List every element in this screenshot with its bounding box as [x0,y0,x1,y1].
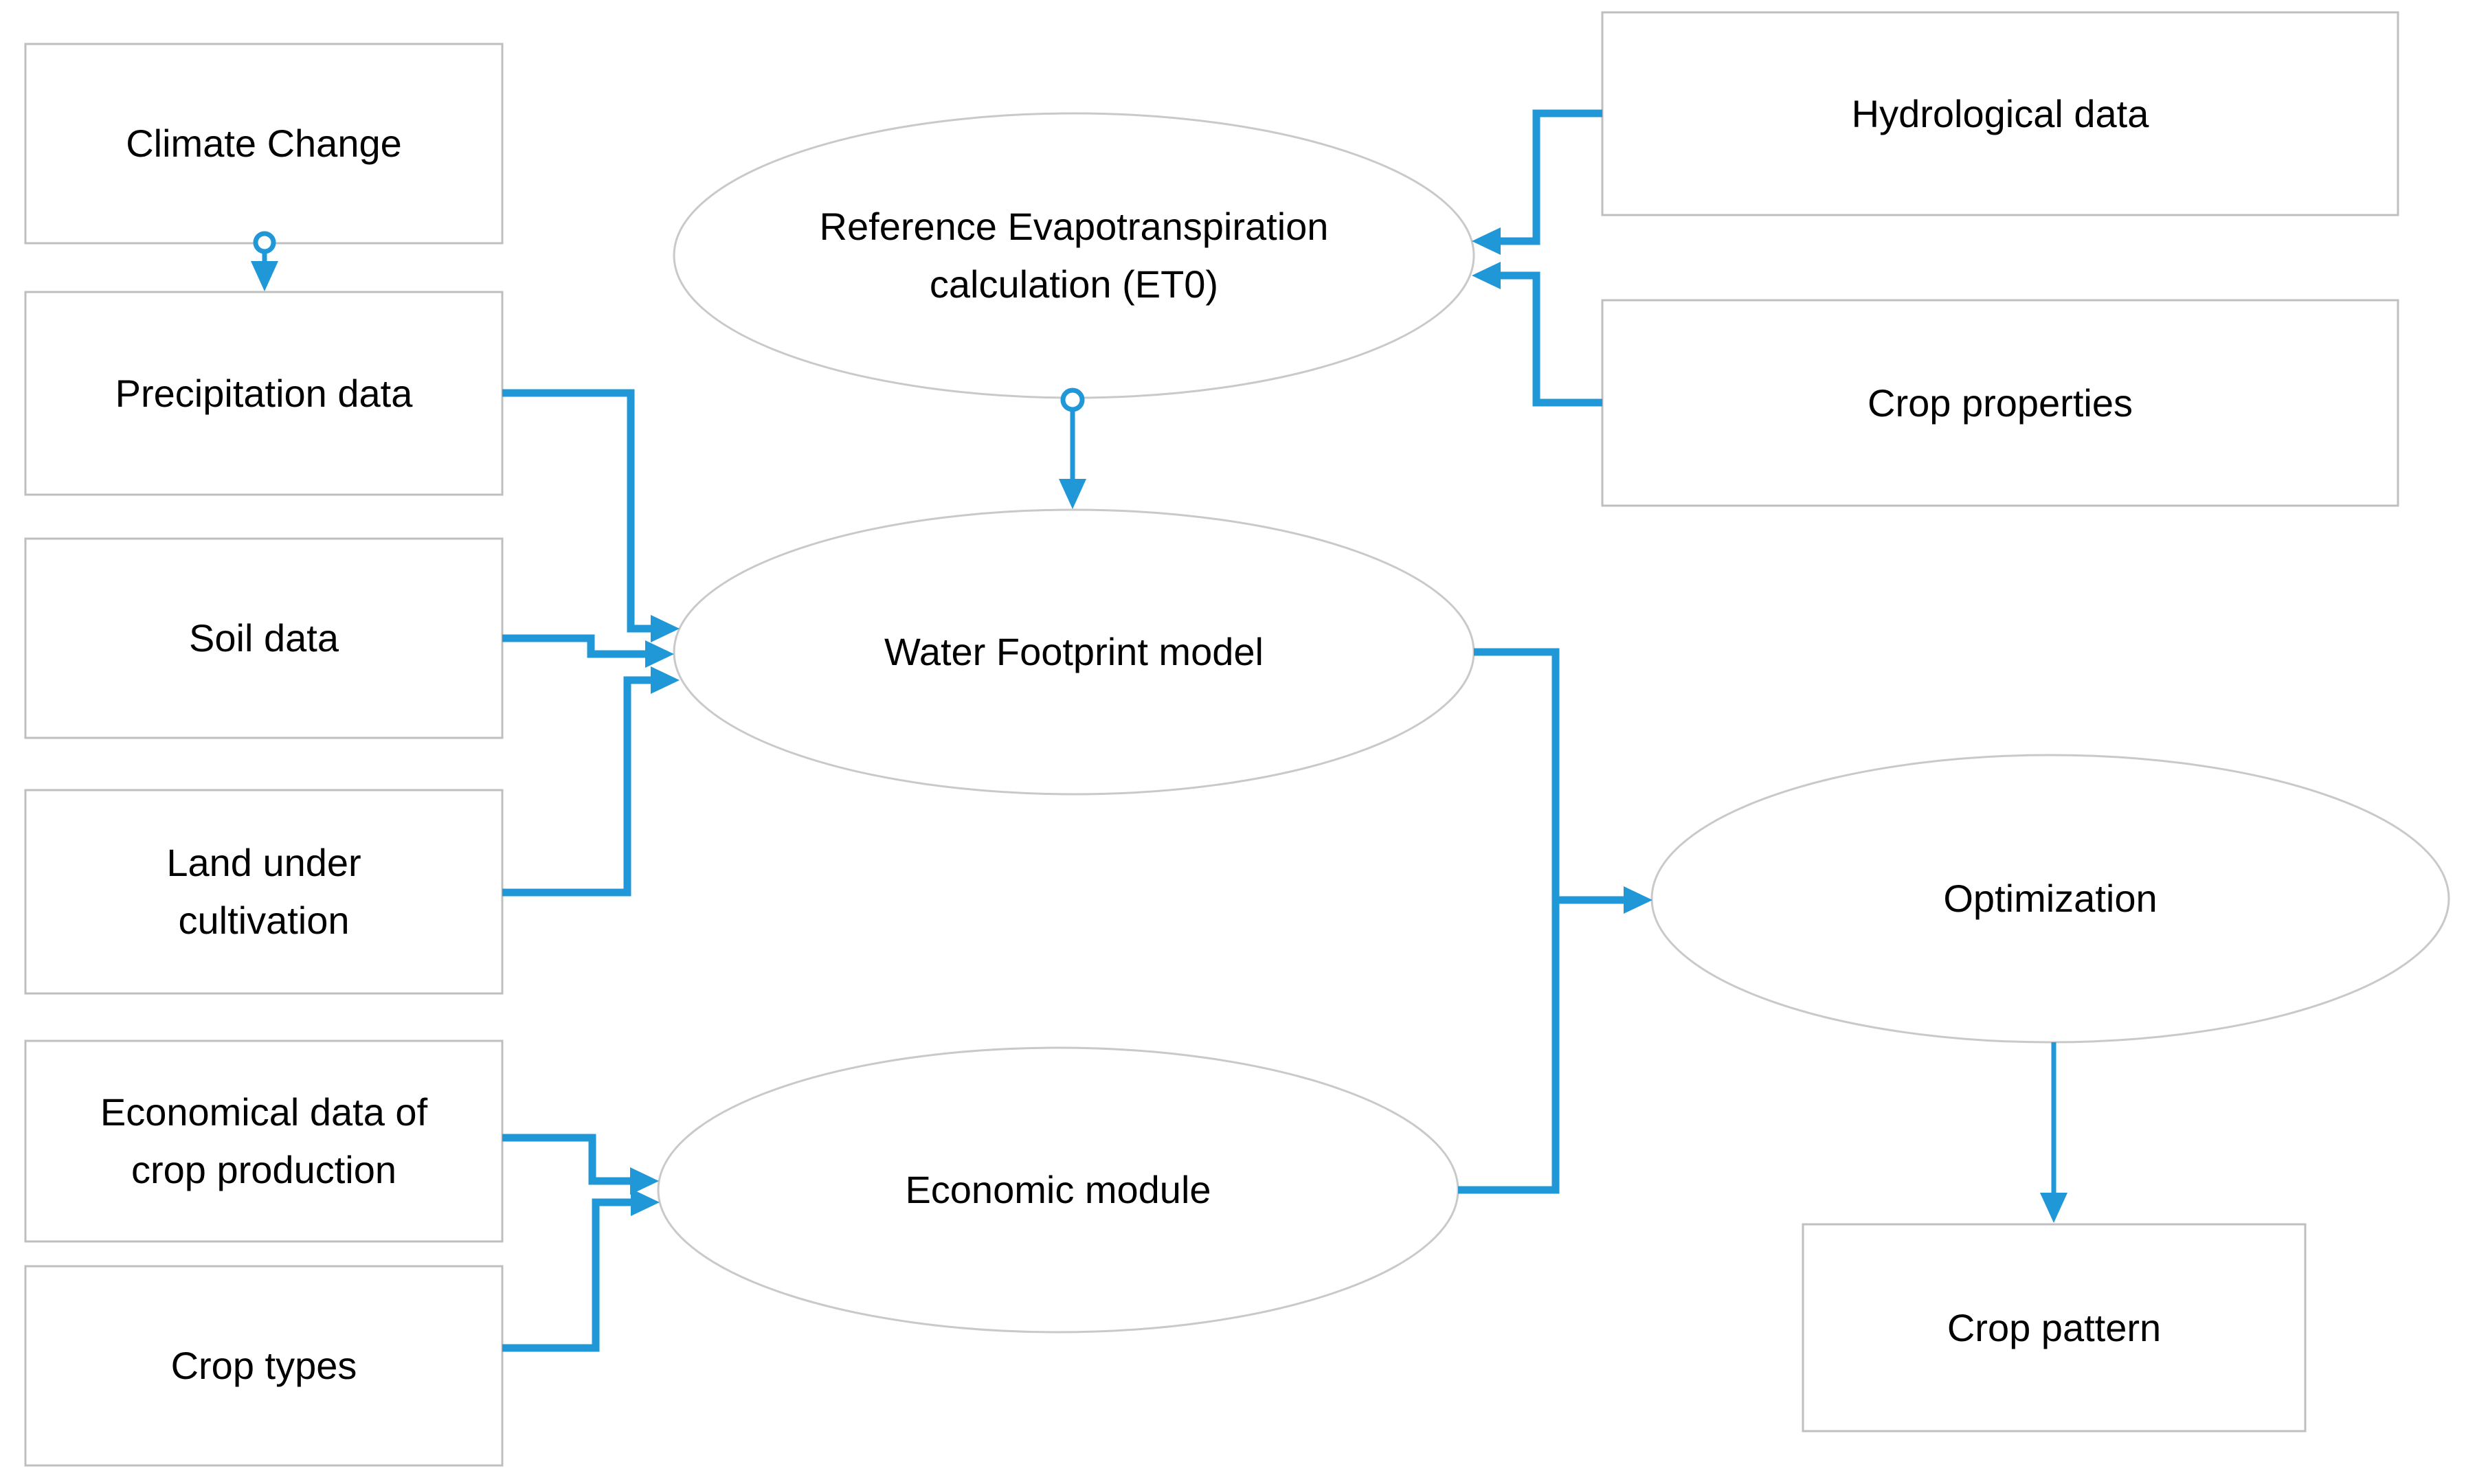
box-soil-data [24,537,504,739]
box-land-under-cultivation [24,789,504,995]
arrowhead-icon [645,640,674,668]
connector-line [1499,109,1602,245]
arrowhead-icon [1059,479,1086,509]
connector-line [502,676,653,897]
connector-climate-to-precipitation [251,231,278,291]
arrowhead-icon [630,1167,659,1195]
ellipse-optimization [1650,754,2450,1044]
arrowhead-icon [651,666,680,694]
arrowhead-icon [651,615,680,642]
connection-dot [253,231,276,254]
box-precipitation-data [24,291,504,496]
box-crop-pattern [1802,1223,2307,1432]
arrowhead-icon [2040,1193,2067,1223]
ellipse-economic-module [657,1046,1459,1334]
arrowhead-icon [1472,262,1501,289]
connector-models-to-optimization [1458,648,1652,1194]
ellipse-wf-model [673,508,1475,796]
connector-precipitation-to-wf-model [502,389,680,642]
connector-economical-data-to-economic-module [502,1134,659,1195]
ellipse-et0 [673,112,1475,399]
connector-et0-to-wf-model [1059,387,1086,509]
connector-line [502,1134,632,1185]
connector-hydrological-to-et0 [1472,109,1602,255]
arrowhead-icon [631,1189,660,1216]
connection-dot [1060,387,1085,412]
connector-line [502,389,653,633]
box-hydrological-data [1601,11,2399,216]
arrowhead-icon [1472,227,1501,255]
box-climate-change [24,43,504,245]
connector-line [1499,271,1602,407]
connector-soil-to-wf-model [502,634,674,668]
connector-line [502,1198,633,1352]
box-economical-data [24,1039,504,1243]
connector-optimization-to-crop-pattern [2040,1042,2067,1223]
connector-line [1458,648,1560,1194]
box-crop-properties [1601,299,2399,507]
connector-crop-properties-to-et0 [1472,262,1602,407]
connector-line [502,634,647,658]
arrowhead-icon [251,261,278,291]
connector-crop-types-to-economic-module [502,1189,660,1352]
arrowhead-icon [1624,886,1652,914]
box-crop-types [24,1265,504,1467]
connector-land-to-wf-model [502,666,680,897]
